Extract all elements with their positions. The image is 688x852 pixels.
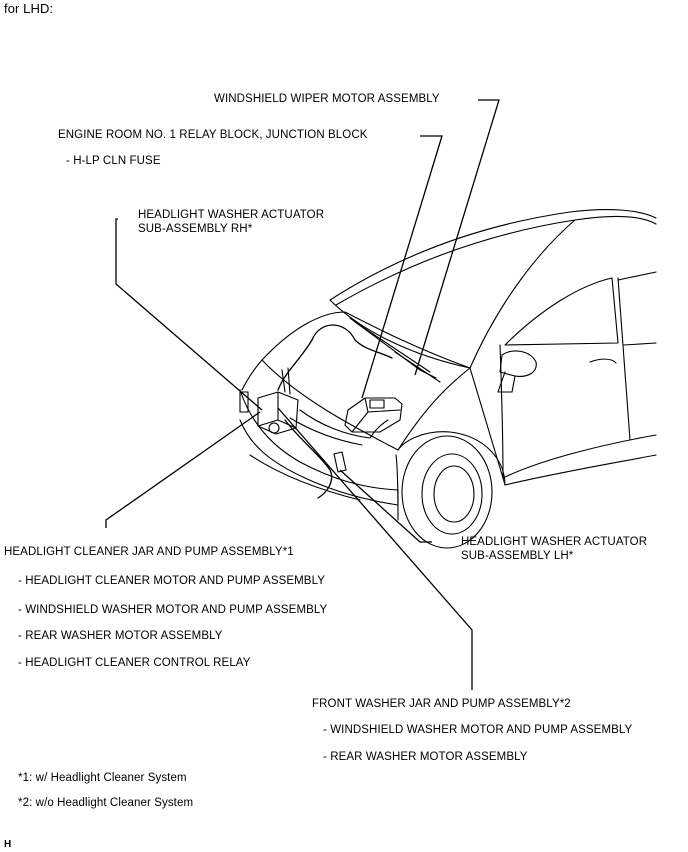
label-wiper-motor: WINDSHIELD WIPER MOTOR ASSEMBLY <box>214 93 440 105</box>
actuator-shapes <box>239 391 347 473</box>
relay-block-shape <box>344 397 403 433</box>
cleaner-jar-item: - REAR WASHER MOTOR ASSEMBLY <box>18 630 223 642</box>
cleaner-jar-item: - HEADLIGHT CLEANER CONTROL RELAY <box>18 657 251 669</box>
label-actuator-lh-line2: SUB-ASSEMBLY LH* <box>461 550 574 562</box>
footnote: *1: w/ Headlight Cleaner System <box>18 772 187 784</box>
front-jar-item: - WINDSHIELD WASHER MOTOR AND PUMP ASSEM… <box>323 724 633 736</box>
footnote: *2: w/o Headlight Cleaner System <box>18 797 194 809</box>
leader-lines <box>105 99 500 690</box>
cleaner-jar-item: - WINDSHIELD WASHER MOTOR AND PUMP ASSEM… <box>18 604 328 616</box>
page-header: for LHD: <box>4 1 54 16</box>
corner-mark: H <box>4 839 12 850</box>
label-front-jar: FRONT WASHER JAR AND PUMP ASSEMBLY*2 <box>312 698 571 710</box>
front-jar-item: - REAR WASHER MOTOR ASSEMBLY <box>323 751 528 763</box>
label-actuator-rh-line2: SUB-ASSEMBLY RH* <box>138 223 253 235</box>
label-relay-block-sub: - H-LP CLN FUSE <box>66 155 161 167</box>
label-actuator-lh-line1: HEADLIGHT WASHER ACTUATOR <box>461 536 648 548</box>
cleaner-jar-item: - HEADLIGHT CLEANER MOTOR AND PUMP ASSEM… <box>18 575 325 587</box>
label-relay-block: ENGINE ROOM NO. 1 RELAY BLOCK, JUNCTION … <box>58 129 368 141</box>
car-body-outline <box>239 209 657 549</box>
label-cleaner-jar: HEADLIGHT CLEANER JAR AND PUMP ASSEMBLY*… <box>4 546 294 558</box>
wire-harness <box>277 324 393 499</box>
label-actuator-rh-line1: HEADLIGHT WASHER ACTUATOR <box>138 209 325 221</box>
